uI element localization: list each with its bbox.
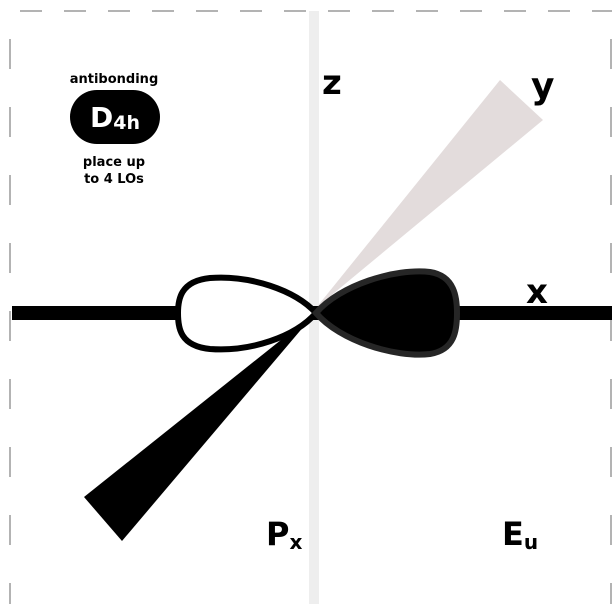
symmetry-label: Eu: [502, 515, 538, 554]
point-group-card: antibonding D4h place up to 4 LOs: [70, 72, 160, 187]
orbital-label-main: P: [266, 515, 289, 553]
symmetry-label-sub: u: [524, 530, 538, 554]
orbital-label: Px: [266, 515, 302, 554]
point-group-sub: 4h: [113, 112, 140, 134]
point-group-main: D: [90, 101, 113, 134]
z-axis-label: z: [322, 63, 342, 103]
caption-line-2: to 4 LOs: [84, 172, 144, 187]
caption-line-1: place up: [83, 155, 145, 170]
orbital-label-sub: x: [289, 530, 302, 554]
y-axis-label: y: [531, 66, 554, 107]
orbital-lobe-negative: [178, 278, 316, 350]
symmetry-label-main: E: [502, 515, 524, 553]
bonding-type-label: antibonding: [70, 72, 159, 87]
x-axis-label: x: [526, 272, 548, 312]
